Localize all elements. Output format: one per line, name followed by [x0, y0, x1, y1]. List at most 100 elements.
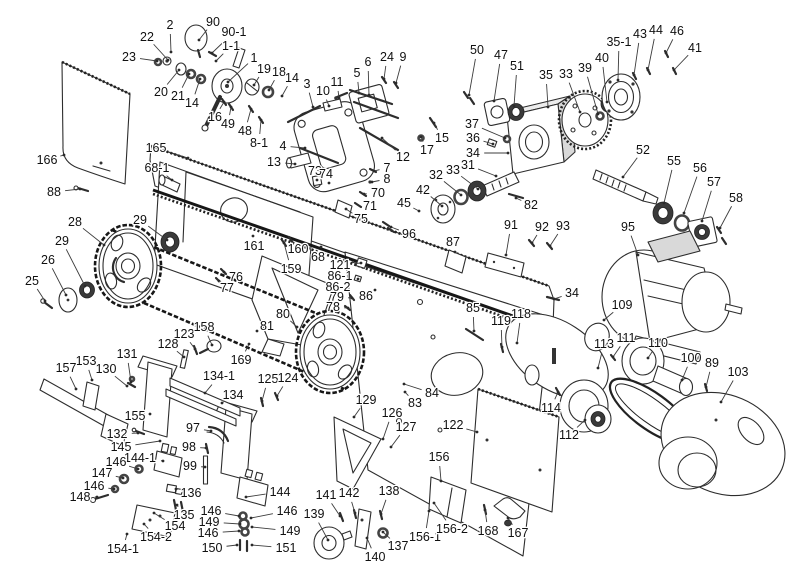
leader-line: [719, 206, 732, 229]
leader-endpoint: [121, 476, 125, 480]
leader-endpoint: [402, 382, 406, 386]
leader-line: [222, 530, 240, 533]
gearbox-assembly: [462, 49, 678, 175]
part-label: 8-1: [250, 136, 268, 150]
leader-line: [153, 512, 165, 520]
part-label: 2: [167, 18, 174, 32]
leader-line: [169, 151, 189, 159]
part-label: 24: [380, 50, 394, 64]
leader-endpoint: [548, 244, 552, 248]
leader-endpoint: [237, 514, 241, 518]
leader-endpoint: [222, 100, 226, 104]
leader-line: [681, 366, 688, 381]
leader-line: [331, 503, 341, 517]
part-label: 3: [304, 77, 311, 91]
leader-endpoint: [148, 412, 152, 416]
leader-line: [246, 108, 252, 123]
part-label: 37: [465, 117, 479, 131]
part-label: 14: [285, 71, 299, 85]
part-label: 146: [106, 455, 127, 469]
leader-line: [128, 465, 139, 470]
leader-line: [483, 140, 494, 145]
part-label: 146: [198, 526, 219, 540]
leader-line: [617, 50, 620, 81]
leader-endpoint: [244, 495, 248, 499]
leader-endpoint: [177, 68, 181, 72]
leader-line: [181, 73, 190, 88]
leader-line: [225, 513, 240, 517]
part-label: 4: [280, 139, 287, 153]
leader-endpoint: [319, 245, 323, 249]
part-label: 56: [693, 161, 707, 175]
part-label: 18: [272, 65, 286, 79]
leader-line: [568, 82, 581, 113]
part-label: 50: [470, 43, 484, 57]
leader-endpoint: [372, 169, 376, 173]
leader-line: [576, 419, 586, 428]
part-label: 13: [267, 155, 281, 169]
leader-line: [493, 63, 501, 102]
leader-endpoint: [672, 68, 676, 72]
leader-endpoint: [682, 211, 686, 215]
leader-endpoint: [440, 204, 444, 208]
part-label: 16: [208, 110, 222, 124]
part-label: 134: [223, 388, 244, 402]
leader-endpoint: [467, 93, 471, 97]
part-label: 155: [125, 409, 146, 423]
leader-line: [468, 58, 476, 96]
leader-line: [587, 76, 599, 115]
pulley-cover: [464, 313, 617, 399]
leader-endpoint: [152, 511, 156, 515]
part-label: 86: [359, 289, 373, 303]
leader-line: [268, 79, 275, 91]
leader-endpoint: [352, 415, 356, 419]
part-label: 73: [308, 164, 322, 178]
leader-line: [51, 268, 67, 296]
leader-endpoint: [197, 38, 201, 42]
leader-endpoint: [280, 94, 284, 98]
part-label: 83: [408, 396, 422, 410]
part-label: 84: [425, 386, 439, 400]
leader-endpoint: [503, 136, 507, 140]
leader-endpoint: [621, 175, 625, 179]
part-label: 47: [494, 48, 508, 62]
part-label: 146: [84, 479, 105, 493]
leader-line: [612, 346, 621, 358]
leader-endpoint: [203, 391, 207, 395]
part-label: 70: [371, 186, 385, 200]
leader-endpoint: [346, 306, 350, 310]
part-label: 74: [319, 167, 333, 181]
leader-line: [425, 510, 430, 529]
leader-endpoint: [226, 80, 230, 84]
leader-endpoint: [315, 178, 319, 182]
part-label: 90: [206, 15, 220, 29]
leader-line: [597, 352, 603, 369]
leader-endpoint: [125, 384, 129, 388]
leader-line: [466, 428, 478, 433]
part-label: 166: [37, 153, 58, 167]
leader-endpoint: [64, 293, 68, 297]
part-label: 156-1: [409, 530, 441, 544]
part-label: 165: [146, 141, 167, 155]
leader-endpoint: [646, 356, 650, 360]
part-label: 87: [446, 235, 460, 249]
leader-endpoint: [362, 192, 366, 196]
leader-line: [36, 288, 46, 302]
leader-endpoint: [247, 342, 251, 346]
leader-endpoint: [187, 72, 191, 76]
blade-band-loop: [111, 228, 345, 391]
part-label: 121: [330, 258, 351, 272]
part-label: 35: [539, 68, 553, 82]
leader-endpoint: [186, 156, 190, 160]
part-label: 131: [117, 347, 138, 361]
part-label: 98: [182, 440, 196, 454]
leader-line: [439, 465, 442, 482]
leader-endpoint: [512, 104, 516, 108]
part-label: 151: [276, 541, 297, 555]
part-label: 122: [443, 418, 464, 432]
leader-endpoint: [289, 238, 293, 242]
leader-endpoint: [439, 479, 443, 483]
leader-line: [207, 335, 213, 346]
leader-line: [443, 180, 462, 196]
leader-endpoint: [432, 501, 436, 505]
